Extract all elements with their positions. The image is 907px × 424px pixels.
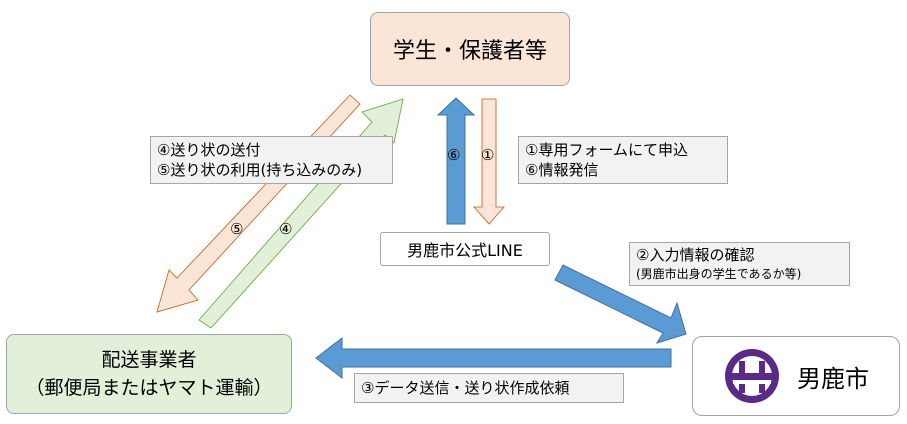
arrow-city-to-delivery — [315, 336, 672, 380]
label-check-line2: (男鹿市出身の学生であるか等) — [636, 267, 802, 281]
arrow-up-number: ⑥ — [447, 146, 461, 164]
oga-city-emblem-icon — [725, 349, 779, 403]
delivery-node: 配送事業者 （郵便局またはヤマト運輸） — [6, 334, 292, 414]
delivery-label: 配送事業者 — [101, 348, 197, 371]
city-node: 男鹿市 — [692, 336, 900, 416]
label-check: ②入力情報の確認 (男鹿市出身の学生であるか等) — [629, 242, 850, 286]
arrow-down-students-to-line — [473, 98, 505, 225]
city-label: 男鹿市 — [797, 364, 869, 393]
label-waybill: ④送り状の送付 ⑤送り状の利用(持ち込みのみ) — [150, 136, 393, 184]
arrow-students-to-delivery — [156, 94, 361, 313]
students-node: 学生・保護者等 — [370, 12, 570, 86]
label-application-line2: ⑥情報発信 — [525, 161, 599, 179]
line-official-node: 男鹿市公式LINE — [380, 232, 550, 266]
label-data-send-text: ③データ送信・送り状作成依頼 — [361, 379, 570, 397]
arrow-delivery-to-students — [198, 98, 404, 329]
delivery-sublabel: （郵便局またはヤマト運輸） — [25, 377, 273, 399]
students-label: 学生・保護者等 — [392, 39, 547, 64]
label-waybill-line2: ⑤送り状の利用(持ち込みのみ) — [157, 161, 363, 179]
label-application-line1: ①専用フォームにて申込 — [525, 141, 688, 159]
arrow-up-line-to-students — [436, 97, 476, 225]
label-data-send: ③データ送信・送り状作成依頼 — [354, 373, 624, 403]
label-check-line1: ②入力情報の確認 — [636, 246, 755, 264]
arrow-line-to-city — [554, 264, 687, 344]
label-waybill-line1: ④送り状の送付 — [157, 141, 261, 159]
line-label: 男鹿市公式LINE — [407, 241, 523, 260]
arrow-down-number: ① — [481, 146, 495, 164]
arrow-diag5-number: ⑤ — [230, 220, 244, 238]
label-application: ①専用フォームにて申込 ⑥情報発信 — [518, 136, 728, 184]
arrow-diag4-number: ④ — [279, 220, 293, 238]
